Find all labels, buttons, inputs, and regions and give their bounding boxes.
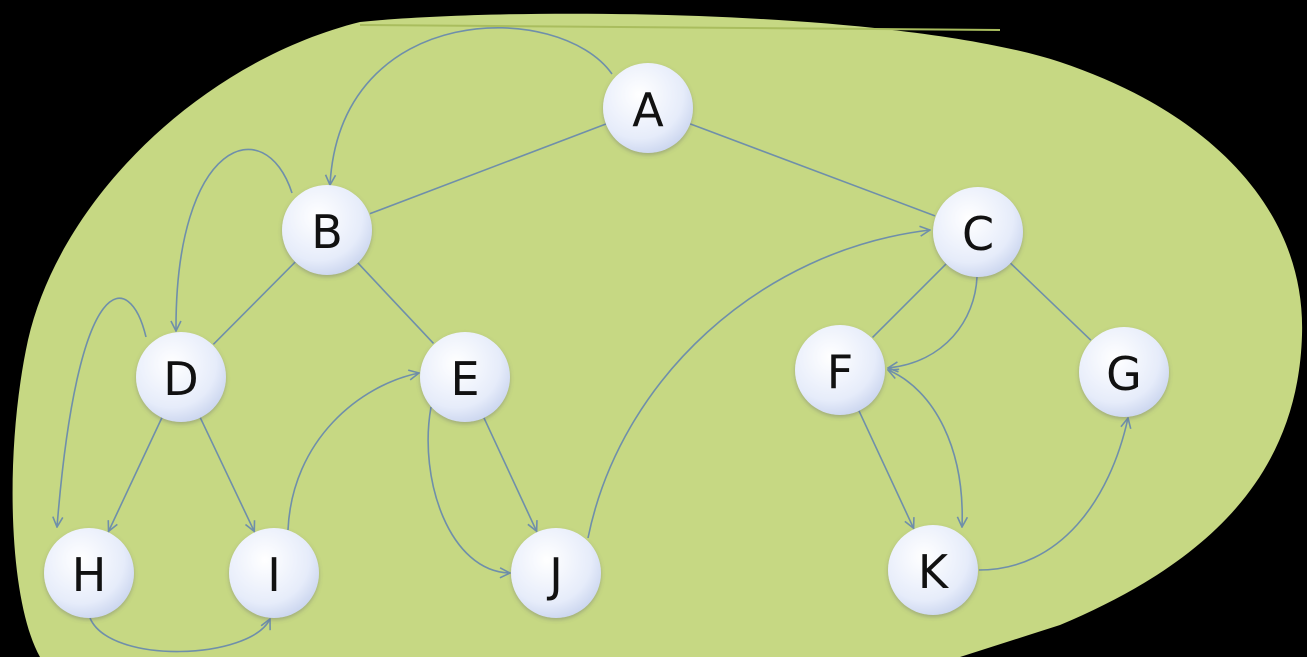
- node-label: E: [450, 352, 479, 406]
- traversal-arrow-d-h: [57, 297, 147, 527]
- tree-edge-d-i: [199, 417, 254, 532]
- node-i: I: [229, 528, 319, 618]
- tree-edge-e-j: [483, 417, 537, 531]
- node-label: J: [546, 548, 563, 602]
- tree-edge-b-e: [357, 262, 435, 345]
- node-d: D: [136, 332, 226, 422]
- node-a: A: [603, 63, 693, 153]
- node-label: I: [267, 548, 281, 602]
- traversal-arrow-b-d: [176, 148, 293, 331]
- node-h: H: [44, 528, 134, 618]
- node-circle: [282, 185, 372, 275]
- node-label: H: [72, 548, 107, 602]
- top-highlight-line: [359, 24, 1001, 31]
- node-label: B: [311, 205, 343, 259]
- tree-edge-c-g: [1009, 262, 1092, 341]
- node-circle: [511, 528, 601, 618]
- node-circle: [229, 528, 319, 618]
- tree-edge-d-h: [109, 417, 163, 532]
- node-label: D: [163, 352, 198, 406]
- node-label: C: [962, 207, 994, 261]
- node-circle: [136, 332, 226, 422]
- node-label: F: [827, 345, 853, 399]
- node-label: K: [918, 545, 950, 599]
- node-j: J: [511, 528, 601, 618]
- node-circle: [603, 63, 693, 153]
- tree-edge-a-b: [369, 123, 607, 215]
- traversal-arrow-e-j: [427, 406, 510, 573]
- tree-edge-a-c: [689, 123, 936, 217]
- traversal-arrow-j-c: [587, 230, 930, 539]
- traversal-arrow-a-b: [330, 26, 613, 185]
- node-b: B: [282, 185, 372, 275]
- node-circle: [888, 525, 978, 615]
- node-f: F: [795, 325, 885, 415]
- tree-edge-c-f: [871, 263, 947, 339]
- node-circle: [933, 187, 1023, 277]
- traversal-arrow-h-i: [89, 618, 270, 653]
- node-g: G: [1079, 327, 1169, 417]
- tree-edge-b-d: [212, 261, 296, 345]
- node-circle: [795, 325, 885, 415]
- node-circle: [44, 528, 134, 618]
- traversal-arrow-k-g: [978, 418, 1128, 571]
- traversal-arrow-i-e: [287, 373, 419, 531]
- node-label: A: [632, 83, 664, 137]
- node-k: K: [888, 525, 978, 615]
- node-circle: [1079, 327, 1169, 417]
- node-e: E: [420, 332, 510, 422]
- traversal-arrow-c-f: [888, 276, 978, 368]
- node-c: C: [933, 187, 1023, 277]
- traversal-arrow-f-k: [888, 370, 962, 527]
- node-label: G: [1106, 347, 1142, 401]
- node-circle: [420, 332, 510, 422]
